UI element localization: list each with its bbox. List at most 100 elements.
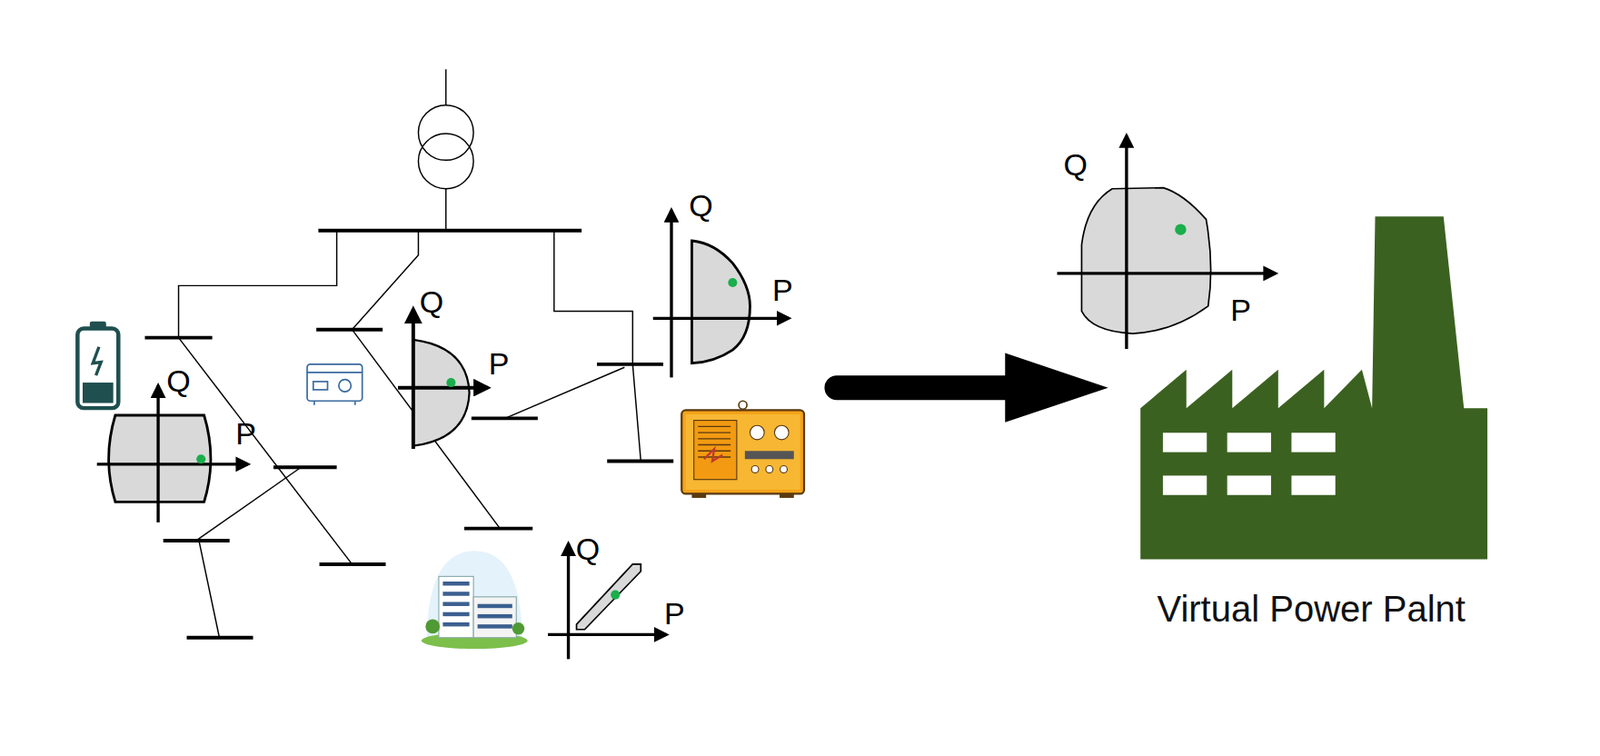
battery-pq-region (97, 385, 249, 522)
network-lines-part (417, 133, 474, 189)
generator-icon-part-part (697, 426, 731, 428)
building-pq-region-part (576, 564, 642, 630)
network-lines-part (198, 540, 219, 638)
inverter-icon-part (313, 400, 316, 405)
generator-icon-part-part (697, 437, 731, 439)
vpp-pq-region (1057, 135, 1276, 349)
p-axis-label: P (1230, 294, 1252, 326)
building-icon-part-part (442, 612, 469, 617)
building-pq-region-part (566, 543, 570, 659)
network-lines-part (351, 230, 418, 330)
q-axis-label: Q (576, 533, 600, 565)
generator-pq-region (653, 209, 789, 378)
building-icon-part-part (442, 591, 469, 596)
vpp-pq-region-part (1124, 135, 1128, 349)
aggregation-arrow (836, 352, 1109, 422)
battery-pq-region-part (97, 462, 249, 466)
building-icon-part-part (477, 624, 513, 628)
p-axis-label: P (664, 597, 686, 629)
inverter-pq-region (397, 308, 488, 449)
generator-icon-part (704, 448, 723, 461)
building-icon-part-part (442, 601, 469, 606)
generator-icon-part (749, 425, 765, 440)
building-icon-part (473, 596, 517, 638)
generator-icon-part (780, 466, 788, 474)
network-lines-part (445, 69, 447, 105)
battery-icon-part (92, 347, 101, 376)
building-icon-part (425, 619, 440, 635)
generator-icon-part-part (697, 456, 731, 458)
bus-bars-part (471, 416, 538, 420)
battery-icon-part (82, 382, 114, 403)
plant-caption: Virtual Power Palnt (1122, 588, 1501, 629)
inverter-icon-part (338, 379, 351, 392)
building-icon-part-part (477, 604, 513, 608)
generator-pq-region-part (653, 317, 789, 320)
generator-pq-region-part (691, 240, 750, 364)
generator-icon-part (691, 493, 706, 497)
bus-bars (144, 230, 674, 638)
network-lines (178, 69, 642, 637)
network-lines-part (417, 105, 474, 161)
generator-icon-part (774, 425, 789, 440)
bus-bars-part (316, 327, 383, 332)
network-lines-part (554, 230, 633, 365)
generator-icon-part (738, 400, 747, 409)
bus-bars-part (464, 526, 533, 531)
generator-icon (681, 400, 805, 498)
p-axis-label: P (772, 274, 794, 306)
virtual-power-plant: Virtual Power Palnt (1122, 214, 1501, 629)
network-lines-part (505, 367, 625, 418)
building-icon-part (442, 581, 512, 629)
inverter-icon (307, 364, 363, 406)
battery-pq-region-part (196, 454, 206, 464)
bus-bars-part (273, 465, 338, 469)
building-pq-region-part (610, 590, 620, 600)
network-lines-part (351, 329, 500, 529)
generator-icon-part (685, 414, 801, 490)
bus-bars-part (596, 362, 664, 367)
battery-icon-part (77, 328, 119, 409)
building-icon-part-part (442, 622, 469, 627)
inverter-pq-region-part (411, 308, 416, 449)
building-pq-region-part (547, 633, 666, 637)
inverter-icon-part (313, 381, 328, 390)
building-icon-part-part (442, 581, 469, 586)
building-icon-part (426, 550, 523, 645)
aggregation-arrow-part (836, 375, 1016, 400)
generator-pq-region-part (727, 278, 737, 288)
bus-bars-part (606, 459, 674, 464)
generator-icon-part (751, 466, 759, 474)
p-axis-label: P (488, 347, 510, 379)
generator-icon-part (765, 466, 774, 474)
bus-bars-part (187, 636, 254, 640)
network-lines-part (445, 188, 447, 231)
generator-icon-part (681, 409, 805, 494)
aggregation-arrow-part (1004, 352, 1108, 422)
generator-icon-part (694, 420, 737, 480)
building-icon (421, 550, 528, 649)
network-lines-part (632, 364, 641, 462)
q-axis-label: Q (166, 365, 190, 397)
building-icon-part (438, 576, 474, 637)
q-axis-label: Q (688, 189, 713, 221)
building-pq-region (547, 543, 666, 659)
battery-pq-region-part (156, 385, 160, 522)
bus-bars-part (319, 562, 387, 567)
inverter-pq-region-part (413, 339, 470, 447)
bus-bars-part (163, 538, 230, 543)
generator-pq-region-part (669, 209, 673, 378)
q-axis-label: Q (419, 286, 444, 318)
network-lines-part (196, 467, 302, 541)
inverter-icon-part (307, 371, 363, 374)
generator-icon-part (745, 450, 795, 459)
q-axis-label: Q (1063, 149, 1088, 180)
battery-icon (77, 321, 119, 408)
generator-icon-part (779, 493, 795, 497)
inverter-pq-region-part (446, 377, 456, 388)
vpp-pq-region-part (1057, 271, 1276, 275)
vpp-pq-region-part (1174, 223, 1186, 235)
inverter-pq-region-part (397, 386, 488, 390)
building-icon-part-part (477, 614, 513, 618)
p-axis-label: P (235, 417, 257, 449)
